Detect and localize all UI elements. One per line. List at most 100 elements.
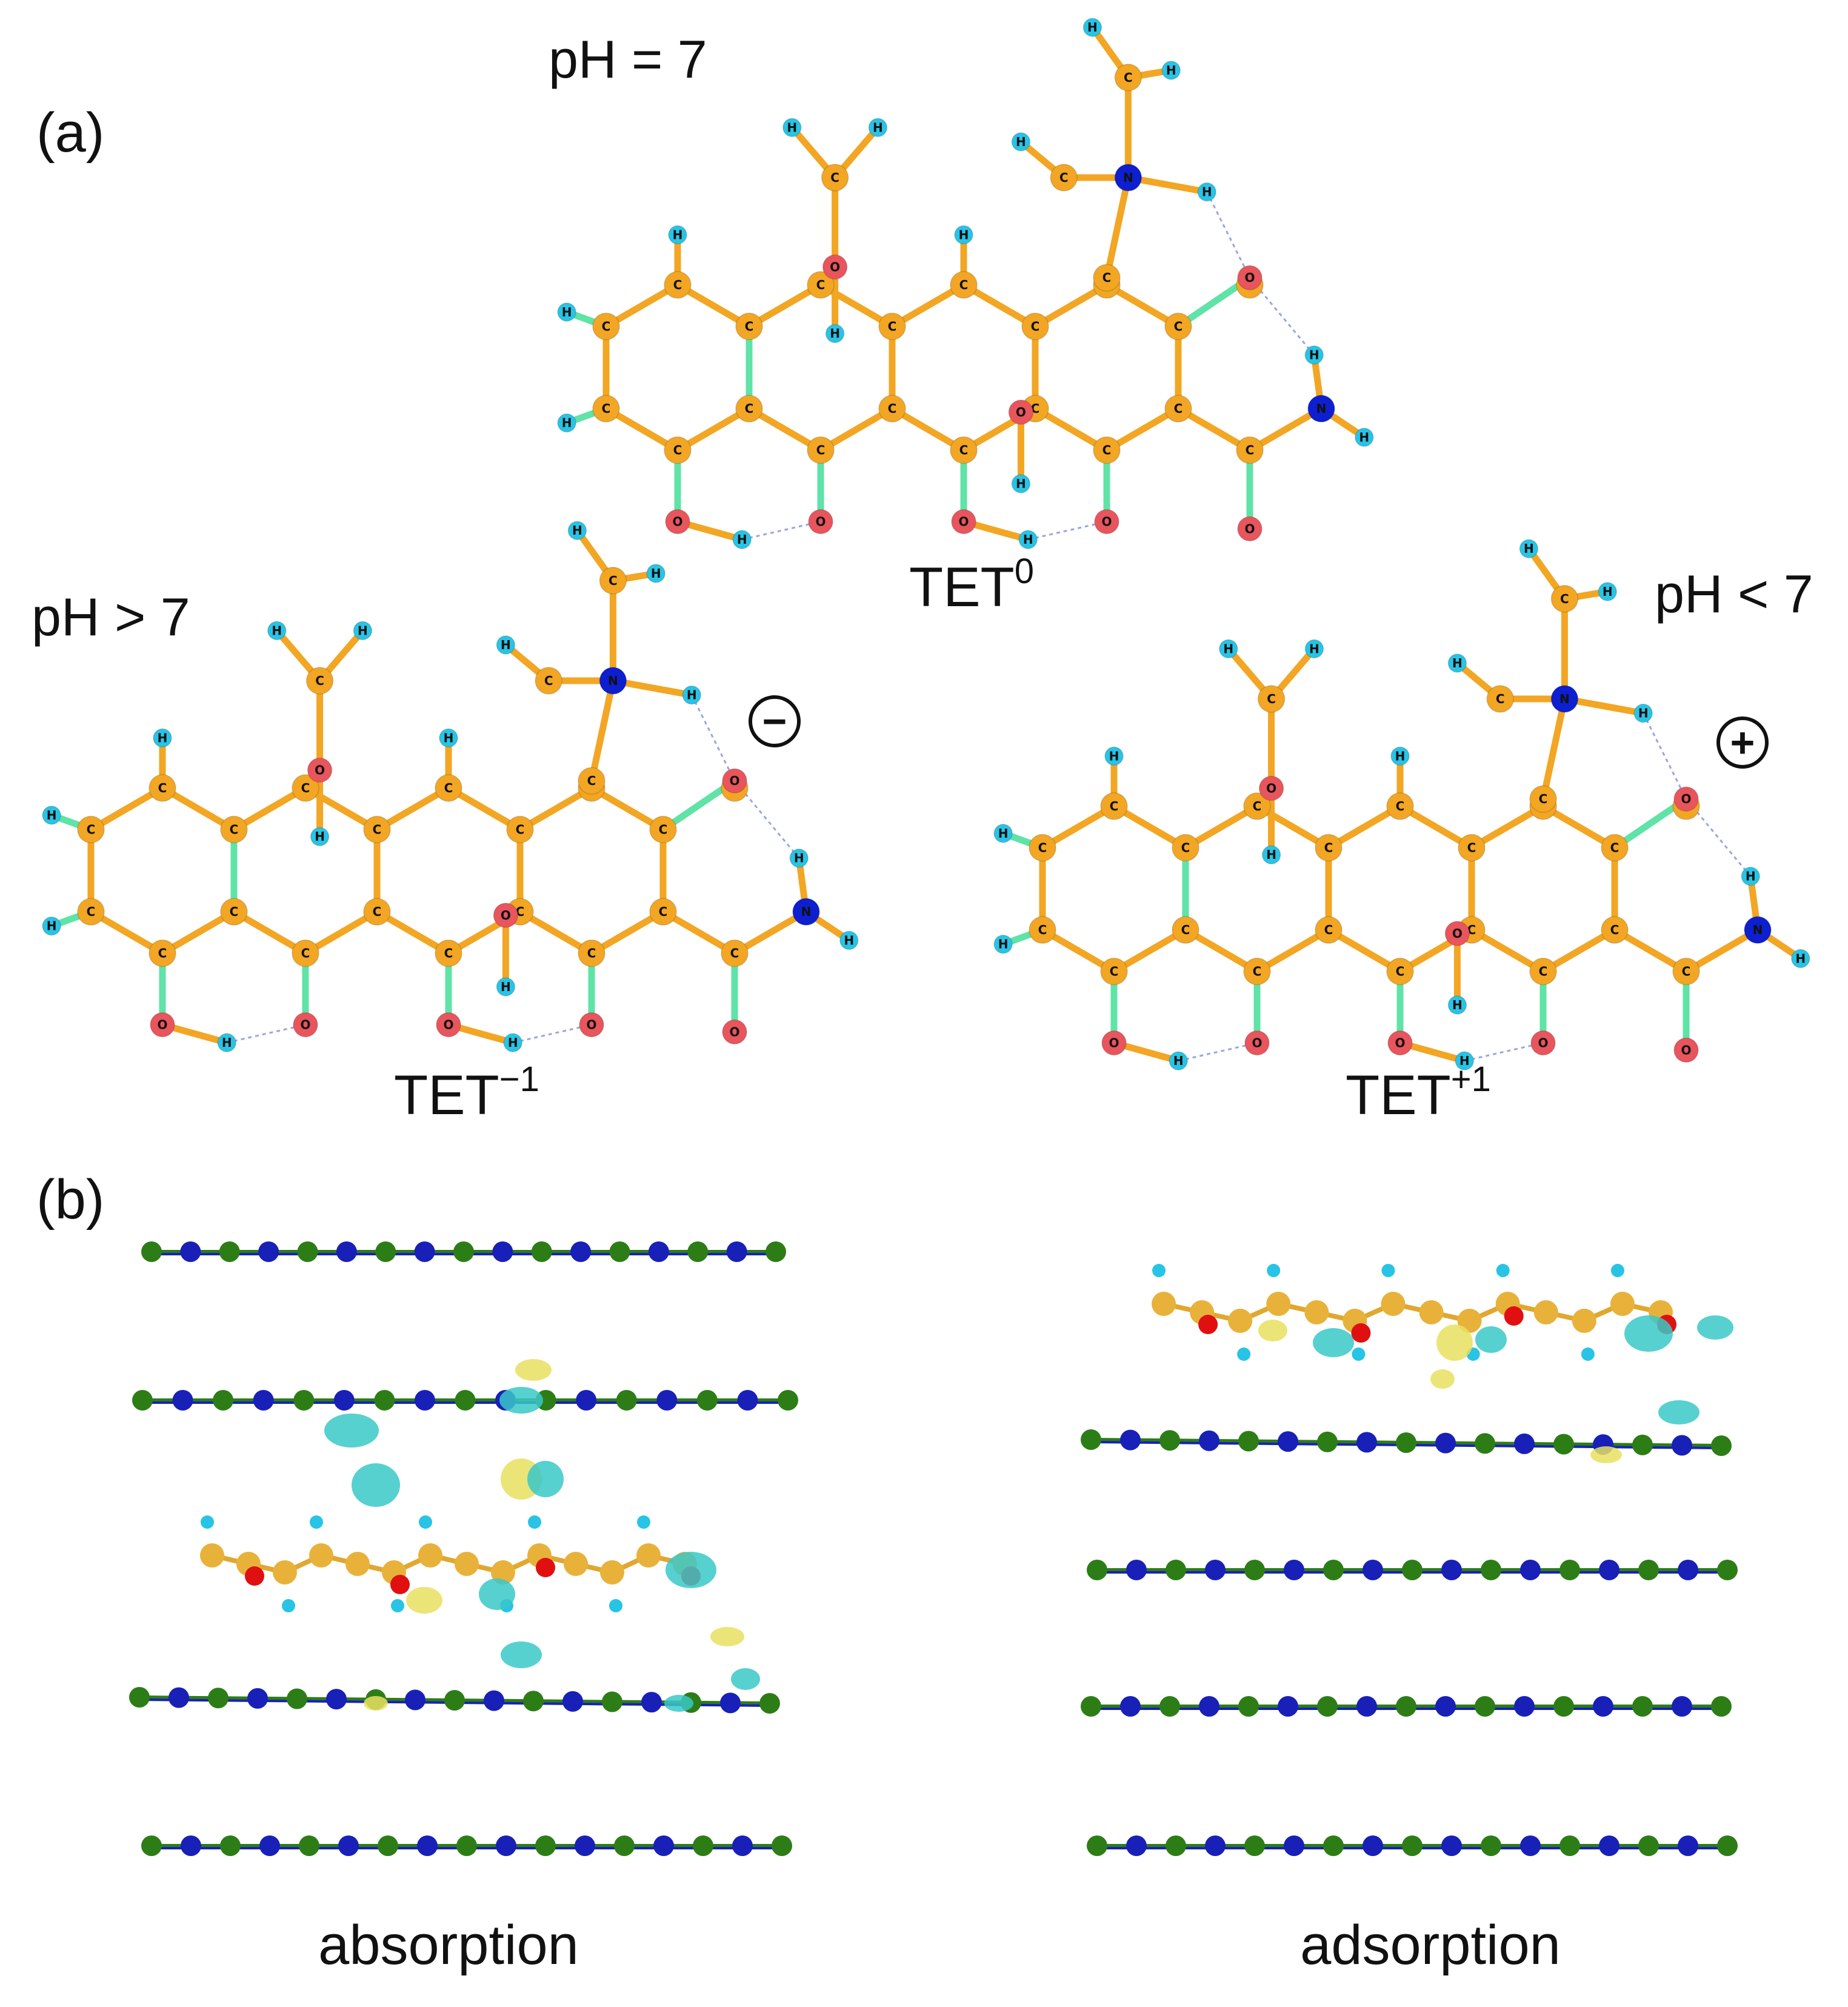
nitrogen-sphere — [656, 1390, 678, 1411]
bond-line — [1039, 926, 1118, 975]
bond-line — [588, 908, 667, 957]
atom-label: H — [1016, 476, 1026, 491]
bond-line — [516, 908, 595, 957]
hydrogen-bond-line — [733, 780, 800, 859]
carbon-sphere — [1152, 1292, 1176, 1316]
nitrogen-sphere — [1678, 1560, 1698, 1580]
absorption-slab-model — [129, 1241, 798, 1856]
oxygen-atom: O — [1094, 509, 1119, 535]
carbon-sphere — [287, 1688, 307, 1709]
svg-text:+: + — [1730, 719, 1755, 766]
atom-label: H — [1795, 951, 1806, 966]
bond-line — [889, 281, 967, 330]
oxygen-atom: O — [1237, 516, 1263, 542]
isosurface-lobe — [515, 1359, 552, 1381]
carbon-atom: C — [950, 436, 978, 464]
atom-label: H — [787, 120, 797, 135]
atom-label: C — [516, 822, 525, 837]
bond-line — [588, 784, 667, 833]
atom-label: H — [315, 829, 325, 844]
oxygen-atom: O — [951, 509, 976, 535]
atom-label: C — [158, 781, 167, 795]
carbon-atom: C — [1243, 792, 1271, 820]
atom-label: H — [1359, 430, 1369, 444]
isosurface-lobe — [352, 1463, 400, 1507]
nitrogen-sphere — [641, 1692, 662, 1713]
hydrogen-atom: H — [1741, 866, 1760, 886]
nitrogen-sphere — [1599, 1835, 1620, 1856]
nitrogen-sphere — [405, 1689, 425, 1711]
atom-label: C — [444, 946, 453, 961]
bond-line — [373, 784, 452, 833]
carbon-atom: C — [1486, 685, 1514, 713]
tet-neutral-title: TET0 — [909, 552, 1034, 618]
tet-anion-title: TET−1 — [394, 1060, 539, 1126]
hydrogen-atom: H — [1082, 18, 1102, 37]
carbon-sphere — [220, 1835, 241, 1856]
atom-label: C — [1539, 964, 1548, 979]
nitrogen-sphere — [1199, 1696, 1219, 1717]
hydrogen-atom: H — [1197, 182, 1216, 202]
hydrogen-atom: H — [1355, 427, 1374, 447]
carbon-sphere — [1087, 1835, 1107, 1856]
carbon-sphere — [1610, 1292, 1635, 1316]
oxygen-atom: O — [822, 254, 848, 280]
hydrogen-bond-line — [1642, 712, 1687, 800]
isosurface-lobe — [479, 1578, 515, 1610]
nitrogen-sphere — [726, 1241, 747, 1262]
oxygen-atom: O — [1673, 1037, 1699, 1063]
carbon-atom: C — [1050, 164, 1078, 192]
atom-label: O — [443, 1018, 453, 1032]
hydrogen-atom: H — [1447, 653, 1467, 673]
atom-label: O — [1452, 926, 1463, 941]
carbon-atom: C — [292, 774, 319, 802]
carbon-sphere — [772, 1835, 792, 1856]
atom-label: H — [873, 120, 883, 135]
carbon-sphere — [1638, 1835, 1659, 1856]
atom-label: H — [1166, 63, 1176, 78]
carbon-atom: C — [1029, 833, 1056, 862]
atom-label: H — [1309, 641, 1319, 656]
isosurface-lobe — [710, 1627, 744, 1646]
hydrogen-atom: H — [789, 848, 809, 868]
carbon-sphere — [1323, 1560, 1344, 1580]
carbon-sphere — [418, 1543, 442, 1568]
atom-label: H — [444, 730, 454, 745]
carbon-sphere — [1166, 1560, 1186, 1580]
carbon-atom: C — [535, 667, 562, 695]
oxygen-sphere — [390, 1575, 410, 1594]
nitrogen-sphere — [648, 1241, 669, 1262]
svg-text:−: − — [762, 698, 787, 745]
atom-label: C — [587, 946, 596, 961]
nitrogen-sphere — [492, 1241, 513, 1262]
bond-line — [87, 908, 166, 957]
atom-label: C — [673, 443, 682, 458]
atom-label: H — [959, 227, 969, 242]
hydrogen-atom: H — [1011, 132, 1031, 152]
isosurface-lobe — [406, 1587, 442, 1614]
carbon-sphere — [219, 1241, 240, 1262]
carbon-sphere — [1711, 1696, 1732, 1717]
carbon-atom: C — [1315, 916, 1343, 944]
atom-label: H — [830, 326, 840, 341]
carbon-atom: C — [1172, 916, 1199, 944]
carbon-sphere — [564, 1552, 588, 1576]
hydrogen-atom: H — [153, 728, 172, 748]
carbon-atom: C — [77, 898, 105, 926]
carbon-sphere — [1553, 1696, 1574, 1717]
nitrogen-sphere — [562, 1691, 583, 1712]
carbon-sphere — [1159, 1430, 1180, 1451]
carbon-atom: C — [220, 898, 248, 926]
bond-line — [1396, 803, 1475, 851]
atom-label: O — [1109, 1036, 1119, 1050]
hydrogen-atom: H — [557, 413, 576, 433]
hydrogen-atom: H — [868, 118, 888, 138]
absorption-caption: absorption — [318, 1914, 579, 1976]
carbon-atom: C — [1529, 785, 1557, 813]
atom-label: O — [1244, 521, 1255, 536]
isosurface-lobe — [1436, 1324, 1473, 1361]
bond-set — [563, 24, 1368, 543]
carbon-sphere — [141, 1835, 162, 1856]
carbon-sphere — [453, 1241, 474, 1262]
hydrogen-atom: H — [646, 564, 665, 583]
